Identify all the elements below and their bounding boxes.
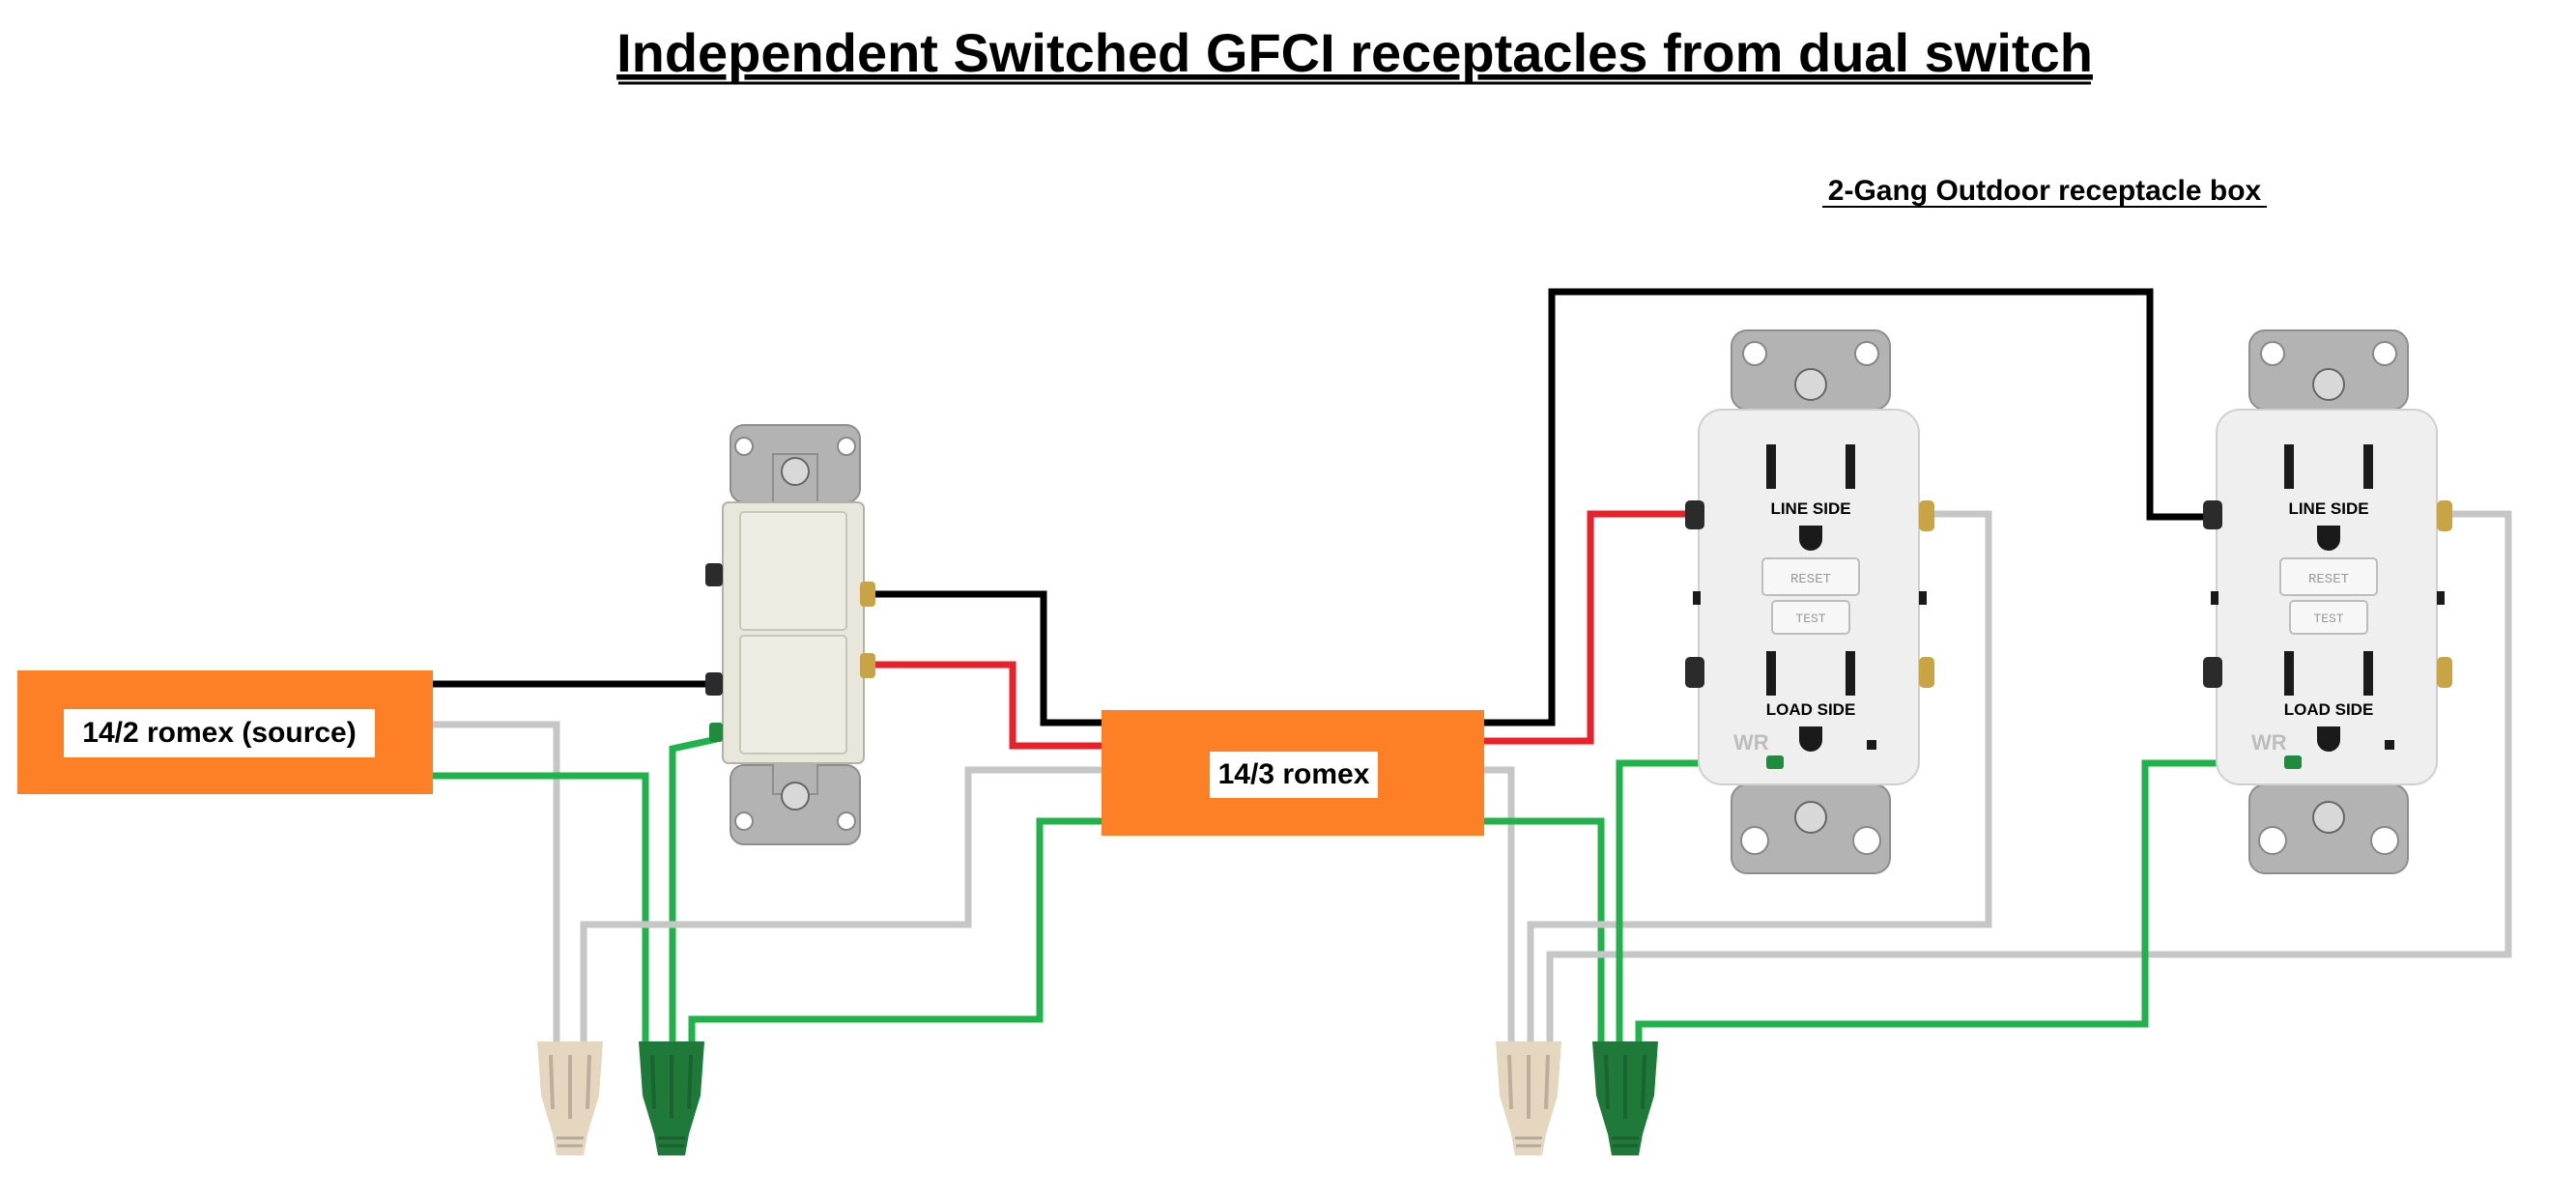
switch-mount-screw-bottom [781, 782, 810, 811]
switch-load-screw-bottom [860, 653, 875, 678]
wire-mid-ground-in [688, 817, 1102, 1048]
romex-mid-jacket: 14/3 romex [1102, 710, 1484, 836]
wire-gfci-left-neutral [1527, 510, 1992, 1048]
gfci-left-load-side-label: LOAD SIDE [1766, 700, 1856, 719]
gfci-left-test-button: TEST [1795, 612, 1825, 626]
switch-mount-screw-top [781, 457, 810, 486]
romex-mid-label: 14/3 romex [1218, 758, 1370, 790]
gfci-right-load-side-label: LOAD SIDE [2284, 700, 2374, 719]
wirenut-neutral-right [1494, 1039, 1563, 1157]
gfci-left-line-side-label: LINE SIDE [1770, 499, 1850, 518]
gfci-left-reset-button: RESET [1790, 572, 1831, 587]
gfci-right-load-neutral-screw [2437, 657, 2452, 688]
gfci-left-line-neutral-screw [1919, 500, 1934, 531]
romex-source-jacket: 14/2 romex (source) [17, 670, 433, 794]
wirenut-ground-right [1590, 1039, 1660, 1157]
switch-load-screw-top [860, 582, 875, 607]
gfci-right-line-side-label: LINE SIDE [2288, 499, 2368, 518]
switch-rocker-bottom [739, 635, 847, 755]
wire-switch-black-out [868, 590, 1102, 726]
wire-source-neutral [433, 721, 560, 1048]
gfci-right-test-button: TEST [2313, 612, 2343, 626]
wire-gfci-right-ground [1635, 759, 2288, 1048]
romex-source-label: 14/2 romex (source) [82, 717, 356, 749]
wirenut-ground-left [637, 1039, 706, 1157]
wire-source-ground [433, 772, 649, 1048]
wirenut-neutral-left [535, 1039, 605, 1157]
gfci-left-load-neutral-screw [1919, 657, 1934, 688]
gfci-receptacle-right: LINE SIDE RESET TEST LOAD SIDE WR [2203, 329, 2452, 874]
wire-red-to-gfci-left [1484, 510, 1693, 745]
gfci-left-ground-screw [1766, 755, 1784, 769]
wire-black-to-gfci-right [1484, 288, 2205, 726]
wire-mid-neutral-in [580, 766, 1102, 1048]
receptacle-box-label: 2-Gang Outdoor receptacle box [1828, 175, 2262, 207]
switch-common-screw-bottom [705, 672, 723, 696]
dual-switch [705, 424, 875, 845]
wire-switch-ground [669, 735, 718, 1048]
switch-common-screw-top [705, 563, 723, 586]
wire-gfci-right-neutral [1546, 510, 2512, 1048]
gfci-receptacle-left: LINE SIDE RESET TEST LOAD SIDE WR [1685, 329, 1934, 874]
gfci-right-line-neutral-screw [2437, 500, 2452, 531]
gfci-right-ground-screw [2284, 755, 2302, 769]
switch-rocker-top [739, 511, 847, 631]
wire-switch-red-out [868, 661, 1102, 750]
gfci-left-brand-mark: WR [1733, 730, 1769, 755]
wire-mid-neutral-out [1484, 766, 1515, 1048]
switch-ground-screw [709, 723, 723, 742]
gfci-left-load-hot-screw [1685, 657, 1704, 688]
gfci-left-line-hot-screw [1685, 500, 1704, 529]
gfci-right-reset-button: RESET [2308, 572, 2349, 587]
wire-mid-ground-out [1484, 817, 1605, 1048]
gfci-right-line-hot-screw [2203, 500, 2222, 529]
gfci-right-brand-mark: WR [2251, 730, 2287, 755]
diagram-title: Independent Switched GFCI receptacles fr… [616, 22, 2093, 83]
gfci-right-load-hot-screw [2203, 657, 2222, 688]
wires [433, 288, 2512, 1048]
